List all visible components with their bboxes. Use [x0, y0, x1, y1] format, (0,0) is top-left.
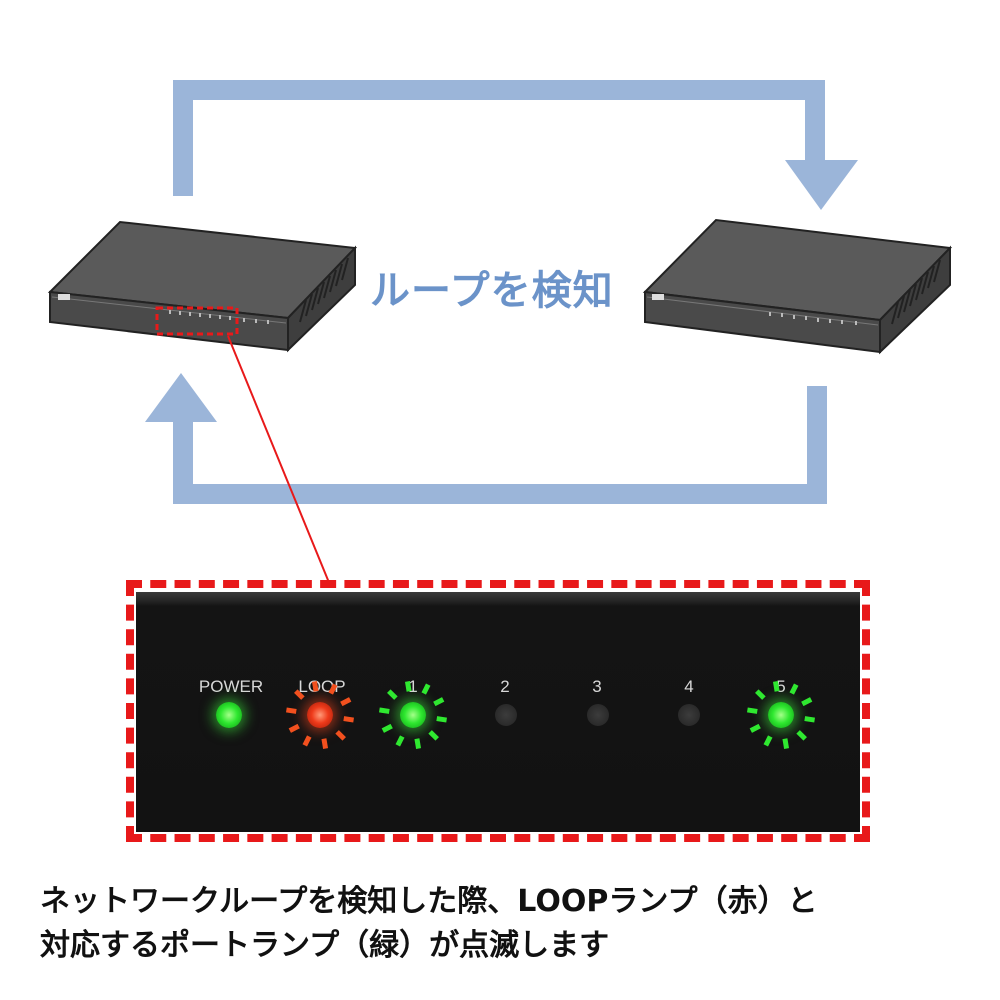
- port-1-led: [400, 702, 426, 728]
- blink-ray: [772, 681, 780, 692]
- blink-ray: [404, 681, 412, 692]
- blink-ray: [328, 683, 338, 695]
- blink-ray: [436, 716, 447, 723]
- blink-ray: [433, 697, 445, 707]
- blink-ray: [335, 730, 346, 741]
- blink-ray: [387, 689, 398, 700]
- port-5-blink-rays-icon: [747, 681, 815, 749]
- port-2-led: [495, 704, 517, 726]
- blink-ray: [288, 723, 300, 733]
- led-label-port-2: 2: [500, 677, 510, 696]
- highlight-box: [155, 306, 239, 336]
- blink-ray: [782, 738, 790, 749]
- blink-ray: [321, 738, 329, 749]
- blink-ray: [804, 716, 815, 723]
- blink-ray: [311, 681, 319, 692]
- panel-highlight-frame: [126, 580, 870, 842]
- blink-ray: [343, 716, 354, 723]
- blink-ray: [755, 689, 766, 700]
- blink-ray: [801, 697, 813, 707]
- arrow-head-down-icon: [785, 160, 858, 210]
- blink-ray: [749, 723, 761, 733]
- blink-ray: [340, 697, 352, 707]
- port-3-led: [587, 704, 609, 726]
- caption-line-2: 対応するポートランプ（緑）が点滅します: [40, 928, 610, 963]
- loop-blink-rays-icon: [286, 681, 354, 749]
- led-label-port-3: 3: [592, 677, 602, 696]
- led-label-port-1: 1: [408, 677, 418, 696]
- arrow-bottom: [173, 386, 827, 504]
- switch-left: [47, 220, 358, 353]
- loop-detect-label: ループを検知: [370, 268, 614, 314]
- loop-arrows: [173, 80, 827, 504]
- led-label-port-5: 5: [776, 677, 786, 696]
- power-led: [216, 702, 242, 728]
- loop-led: [307, 702, 333, 728]
- caption: ネットワークループを検知した際、LOOPランプ（赤）と 対応するポートランプ（緑…: [40, 880, 980, 968]
- blink-ray: [747, 707, 758, 714]
- blink-ray: [796, 730, 807, 741]
- blink-ray: [428, 730, 439, 741]
- port-1-blink-rays-icon: [379, 681, 447, 749]
- blink-ray: [395, 735, 405, 747]
- led-label-port-4: 4: [684, 677, 694, 696]
- blink-ray: [789, 683, 799, 695]
- blink-ray: [763, 735, 773, 747]
- callout-line: [227, 335, 331, 586]
- blink-ray: [379, 707, 390, 714]
- port-4-led: [678, 704, 700, 726]
- port-5-led: [768, 702, 794, 728]
- arrow-head-up-icon: [145, 373, 217, 422]
- arrow-top: [173, 80, 825, 196]
- blink-ray: [294, 689, 305, 700]
- blink-ray: [381, 723, 393, 733]
- blink-ray: [414, 738, 422, 749]
- caption-line-1: ネットワークループを検知した際、LOOPランプ（赤）と: [40, 884, 818, 919]
- switch-right: [642, 218, 953, 355]
- led-label-power: POWER: [198, 677, 264, 696]
- blink-ray: [286, 707, 297, 714]
- blink-ray: [302, 735, 312, 747]
- blink-ray: [421, 683, 431, 695]
